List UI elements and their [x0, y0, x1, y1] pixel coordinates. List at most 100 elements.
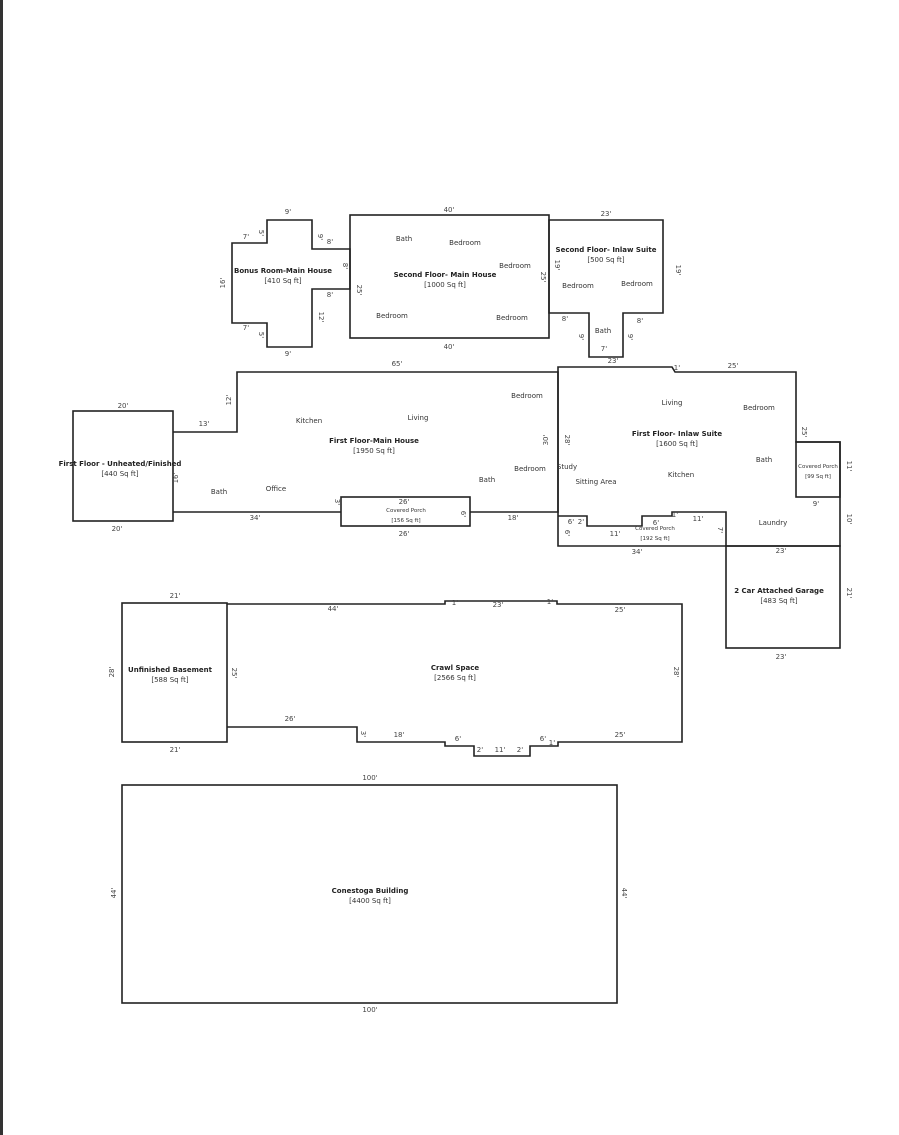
room-label: Bedroom	[514, 465, 546, 473]
dimension-label: 2'	[578, 518, 584, 526]
dimension-label: 5'	[257, 230, 265, 236]
inlaw-porch-line	[558, 511, 727, 546]
dimension-label: 13'	[199, 420, 210, 428]
first-floor-main-outline	[173, 371, 559, 513]
dimension-label: 100'	[362, 774, 377, 782]
covered-porch-156-outline	[340, 496, 471, 527]
room-title: Second Floor- Inlaw Suite	[556, 246, 657, 254]
dimension-label: 6'	[568, 518, 574, 526]
room-area: [192 Sq ft]	[640, 536, 669, 542]
dimension-label: 9'	[285, 208, 291, 216]
room-title: Conestoga Building	[332, 887, 409, 895]
dimension-label: 18'	[394, 731, 405, 739]
dimension-label: 34'	[250, 514, 261, 522]
dimension-label: 25'	[615, 731, 626, 739]
dimension-label: 3'	[359, 731, 367, 737]
dimension-label: 16'	[219, 278, 227, 289]
dimension-label: 9'	[813, 500, 819, 508]
conestoga-outline	[121, 784, 618, 1004]
room-label: Bedroom	[376, 312, 408, 320]
room-label: Bedroom	[496, 314, 528, 322]
dimension-label: 9'	[626, 334, 634, 340]
dimension-label: 6'	[455, 735, 461, 743]
dimension-label: 11'	[495, 746, 506, 754]
dimension-label: 16'	[172, 473, 180, 484]
dimension-label: 44'	[110, 888, 118, 899]
dimension-label: 1'	[452, 599, 458, 607]
room-title: Crawl Space	[431, 664, 480, 672]
dimension-label: 21'	[845, 588, 853, 599]
dimension-label: 25'	[230, 668, 238, 679]
dimension-label: 1'	[547, 598, 553, 606]
dimension-label: 11'	[610, 530, 621, 538]
basement-outline	[121, 602, 228, 743]
dimension-label: 8'	[341, 263, 349, 269]
dimension-label: 8'	[327, 291, 333, 299]
room-label: Bedroom	[743, 404, 775, 412]
dimension-label: 25'	[728, 362, 739, 370]
dimension-label: 44'	[328, 605, 339, 613]
room-title: Unfinished Basement	[128, 666, 213, 674]
dimension-label: 1'	[549, 739, 555, 747]
dimension-label: 7'	[601, 345, 607, 353]
room-area: [588 Sq ft]	[151, 676, 189, 684]
dimension-label: 26'	[285, 715, 296, 723]
dimension-label: 8'	[562, 315, 568, 323]
room-label: Bedroom	[562, 282, 594, 290]
dimension-label: 44'	[620, 888, 628, 899]
room-label: Laundry	[759, 519, 788, 527]
dimension-label: 28'	[672, 667, 680, 678]
room-label: Bedroom	[511, 392, 543, 400]
dimension-label: 9'	[577, 334, 585, 340]
dimension-label: 34'	[632, 548, 643, 556]
labels: Bonus Room-Main House[410 Sq ft]Second F…	[59, 206, 853, 1014]
dimension-label: 40'	[444, 343, 455, 351]
room-label: Bath	[396, 235, 412, 243]
dimension-label: 2'	[477, 746, 483, 754]
scan-edge	[0, 0, 3, 1135]
room-title: 2 Car Attached Garage	[734, 587, 824, 595]
bonus-room-outline	[231, 219, 351, 348]
first-floor-inlaw-outline	[557, 366, 841, 547]
dimension-label: 12'	[317, 312, 325, 323]
dimension-label: 3'	[333, 499, 341, 505]
room-label: Bedroom	[499, 262, 531, 270]
room-area: [440 Sq ft]	[101, 470, 139, 478]
room-title: Covered Porch	[386, 508, 426, 514]
dimension-label: 21'	[170, 592, 181, 600]
dimension-label: 7'	[243, 233, 249, 241]
dimension-label: 12'	[225, 395, 233, 406]
room-label: Bedroom	[449, 239, 481, 247]
room-title: Covered Porch	[798, 464, 838, 470]
room-label: Bath	[211, 488, 227, 496]
room-area: [1600 Sq ft]	[656, 440, 698, 448]
room-label: Sitting Area	[575, 478, 616, 486]
dimension-label: 18'	[508, 514, 519, 522]
dimension-label: 8'	[327, 238, 333, 246]
dimension-label: 6'	[459, 511, 467, 517]
dimension-label: 40'	[444, 206, 455, 214]
dimension-label: 21'	[170, 746, 181, 754]
dimension-label: 19'	[553, 260, 561, 271]
crawl-space-outline	[227, 600, 683, 757]
dimension-label: 25'	[539, 272, 547, 283]
room-label: Bath	[479, 476, 495, 484]
dimension-label: 6'	[540, 735, 546, 743]
second-floor-inlaw-outline	[548, 219, 664, 358]
room-label: Kitchen	[296, 417, 322, 425]
room-title: First Floor - Unheated/Finished	[59, 460, 182, 468]
dimension-label: 6'	[653, 519, 659, 527]
room-area: [1950 Sq ft]	[353, 447, 395, 455]
dimension-label: 25'	[615, 606, 626, 614]
dimension-label: 1'	[672, 511, 678, 519]
room-label: Living	[408, 414, 429, 422]
room-title: First Floor- Inlaw Suite	[632, 430, 723, 438]
dimension-label: 65'	[392, 360, 403, 368]
room-area: [410 Sq ft]	[264, 277, 302, 285]
dimension-label: 23'	[601, 210, 612, 218]
dimension-label: 25'	[355, 285, 363, 296]
dimension-label: 11'	[693, 515, 704, 523]
dimension-label: 23'	[493, 601, 504, 609]
dimension-label: 9'	[285, 350, 291, 358]
dimension-label: 1'	[674, 364, 680, 372]
